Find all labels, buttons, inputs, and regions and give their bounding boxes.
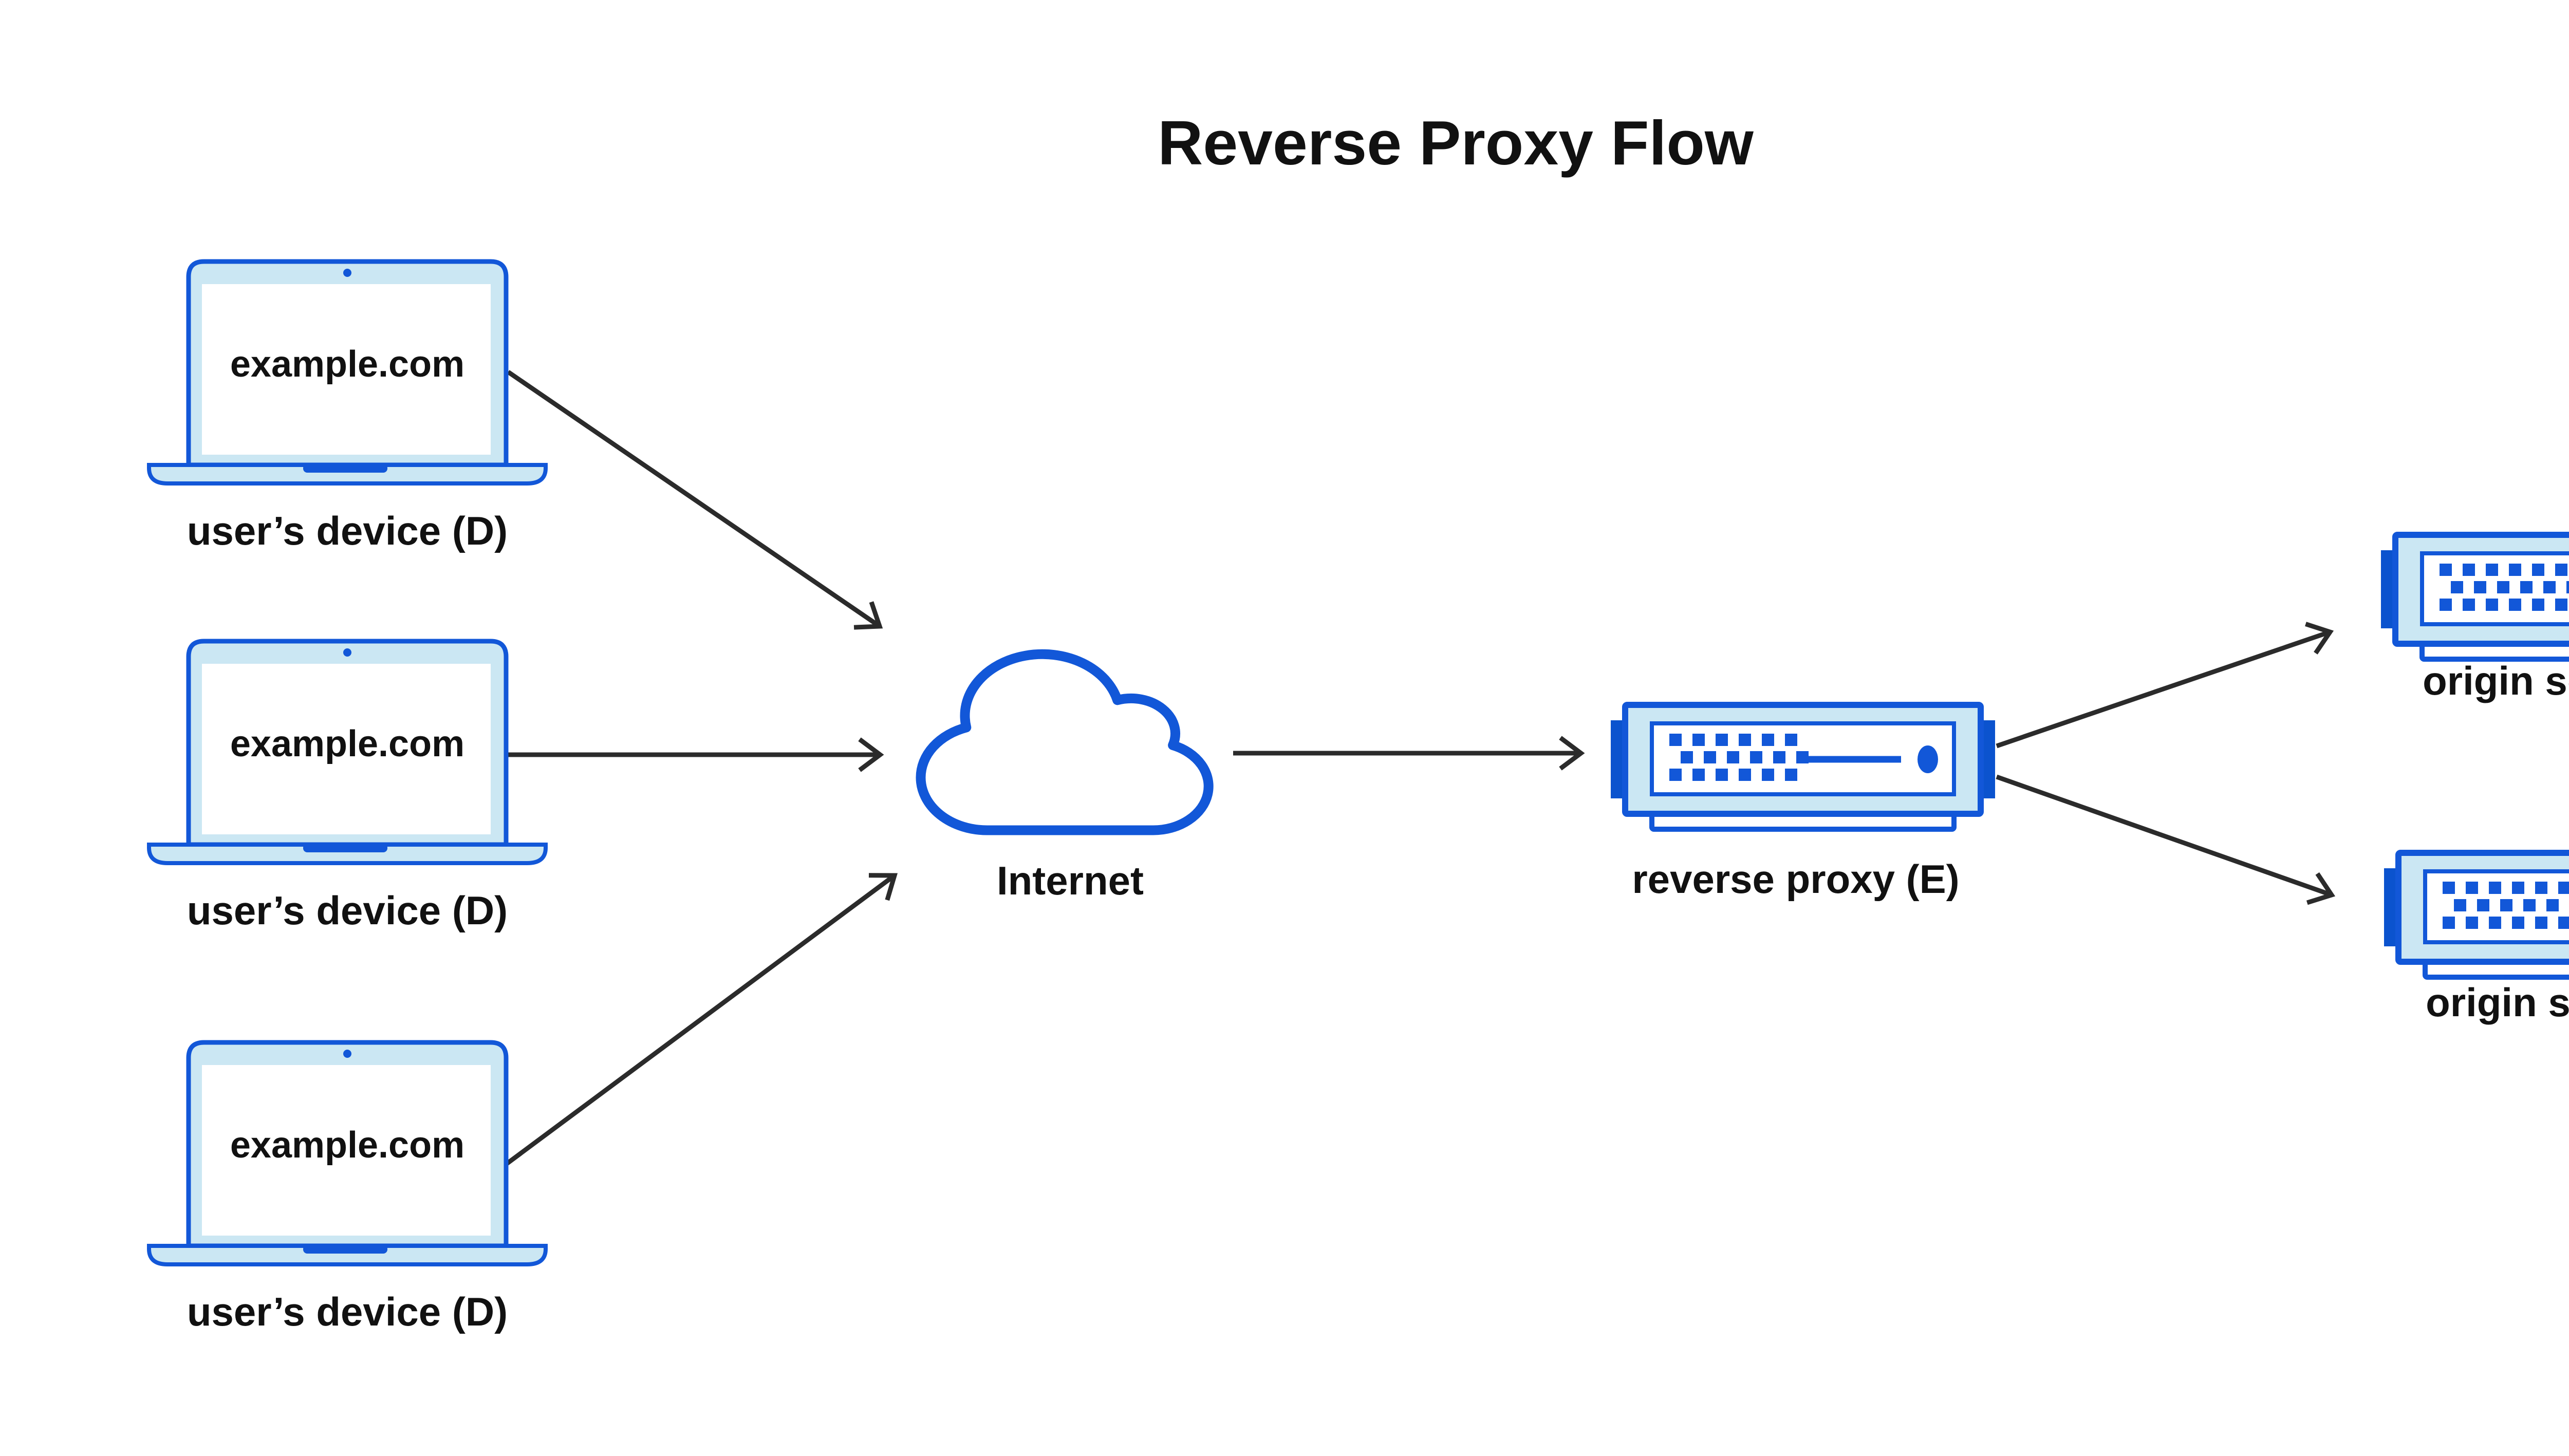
device-label: user’s device (D) — [187, 508, 508, 553]
node-origin-server-2: origin server (F) — [2384, 853, 2569, 1025]
origin-server-label: origin server (F) — [2426, 980, 2569, 1025]
arrow-device1-to-internet — [507, 370, 883, 630]
origin-server-label: origin server (F) — [2423, 658, 2569, 703]
flow-arrows — [505, 370, 2336, 1166]
page-title: Reverse Proxy Flow — [1158, 108, 1754, 178]
device-label: user’s device (D) — [187, 1289, 508, 1334]
device-screen-text: example.com — [230, 723, 464, 764]
server-icon — [1611, 705, 1995, 829]
device-screen-text: example.com — [230, 1125, 464, 1166]
device-label: user’s device (D) — [187, 888, 508, 933]
node-user-device-1: example.com user’s device (D) — [149, 262, 546, 553]
device-screen-text: example.com — [230, 344, 464, 385]
cloud-icon — [921, 654, 1208, 830]
reverse-proxy-label: reverse proxy (E) — [1632, 856, 1959, 902]
arrow-proxy-to-origin1 — [1996, 622, 2334, 749]
node-user-device-2: example.com user’s device (D) — [149, 641, 546, 933]
arrow-proxy-to-origin2 — [1996, 774, 2336, 905]
internet-label: Internet — [997, 858, 1144, 903]
node-reverse-proxy: reverse proxy (E) — [1611, 705, 1995, 902]
node-user-device-3: example.com user’s device (D) — [149, 1042, 546, 1334]
arrow-device3-to-internet — [505, 873, 898, 1166]
server-icon — [2384, 853, 2569, 977]
server-icon — [2381, 535, 2569, 659]
node-origin-server-1: origin server (F) — [2381, 535, 2569, 703]
node-internet: Internet — [921, 654, 1208, 903]
